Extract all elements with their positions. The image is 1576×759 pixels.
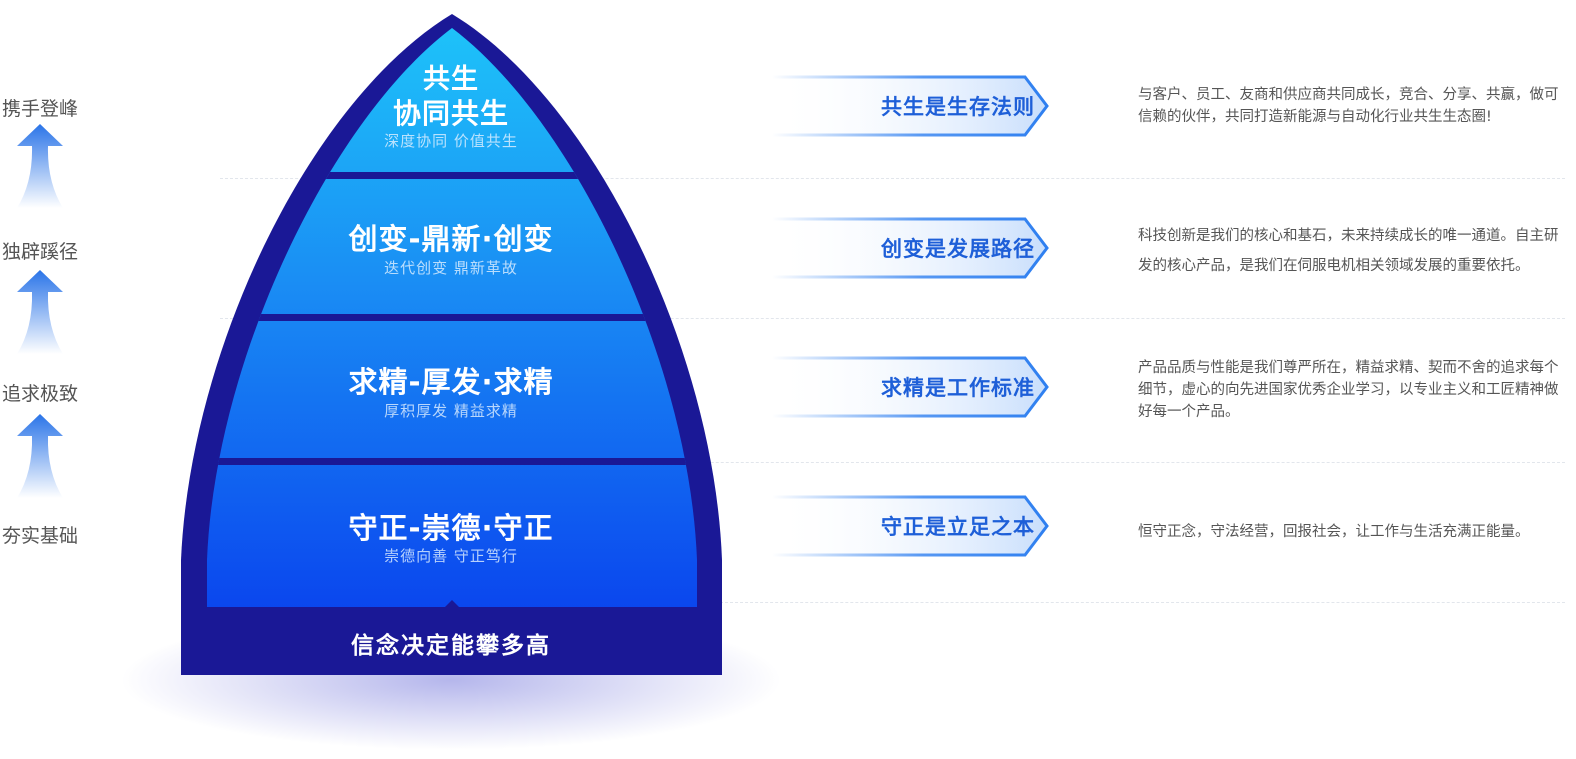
tier-notch	[445, 458, 459, 465]
stage-label-innovation: 独辟蹊径	[1, 241, 78, 263]
pyramid-level-title: 求精-厚发·求精	[348, 365, 554, 399]
pyramid-level-subtitle: 崇德向善 守正笃行	[384, 547, 518, 565]
up-arrow-icon	[17, 414, 63, 498]
value-tag-label: 求精是工作标准	[881, 376, 1035, 400]
value-description: 科技创新是我们的核心和基石，未来持续成长的唯一通道。自主研发的核心产品，是我们在…	[1138, 228, 1559, 274]
stage-label-summit: 携手登峰	[1, 98, 78, 120]
separator-line	[220, 318, 1565, 319]
up-arrow-icon	[17, 270, 63, 354]
tier-notch	[445, 600, 459, 607]
separator-line	[220, 462, 1565, 463]
pyramid-level-title: 创变-鼎新·创变	[348, 222, 554, 256]
value-tag-label: 共生是生存法则	[881, 95, 1035, 119]
separator-line	[720, 602, 1565, 603]
pyramid-top-line1: 共生	[423, 64, 479, 95]
pyramid-base-label: 信念决定能攀多高	[351, 633, 551, 659]
pyramid-level-subtitle: 迭代创变 鼎新革故	[384, 259, 518, 277]
pyramid-level-subtitle: 厚积厚发 精益求精	[384, 402, 518, 420]
value-description: 产品品质与性能是我们尊严所在，精益求精、契而不舍的追求每个细节，虚心的向先进国家…	[1138, 360, 1559, 420]
pyramid-top-title: 协同共生	[392, 97, 509, 130]
value-tag-label: 守正是立足之本	[881, 515, 1035, 539]
stage-label-excellence: 追求极致	[1, 383, 78, 405]
value-description: 与客户、员工、友商和供应商共同成长，竞合、分享、共赢，做可信赖的伙伴，共同打造新…	[1138, 87, 1559, 125]
tier-notch	[445, 172, 459, 179]
stage-label-foundation: 夯实基础	[1, 525, 78, 547]
value-description: 恒守正念，守法经营，回报社会，让工作与生活充满正能量。	[1138, 524, 1530, 540]
value-tag: 守正是立足之本	[770, 495, 1050, 557]
separator-line	[220, 178, 1565, 179]
tier-notch	[445, 314, 459, 321]
value-tag-label: 创变是发展路径	[881, 237, 1035, 261]
value-tag: 求精是工作标准	[770, 356, 1050, 418]
up-arrow-icon	[17, 124, 63, 208]
pyramid-level-title: 守正-崇德·守正	[348, 511, 554, 545]
value-tag: 创变是发展路径	[770, 217, 1050, 279]
pyramid-top-subtitle: 深度协同 价值共生	[384, 132, 518, 150]
value-tag: 共生是生存法则	[770, 75, 1050, 137]
